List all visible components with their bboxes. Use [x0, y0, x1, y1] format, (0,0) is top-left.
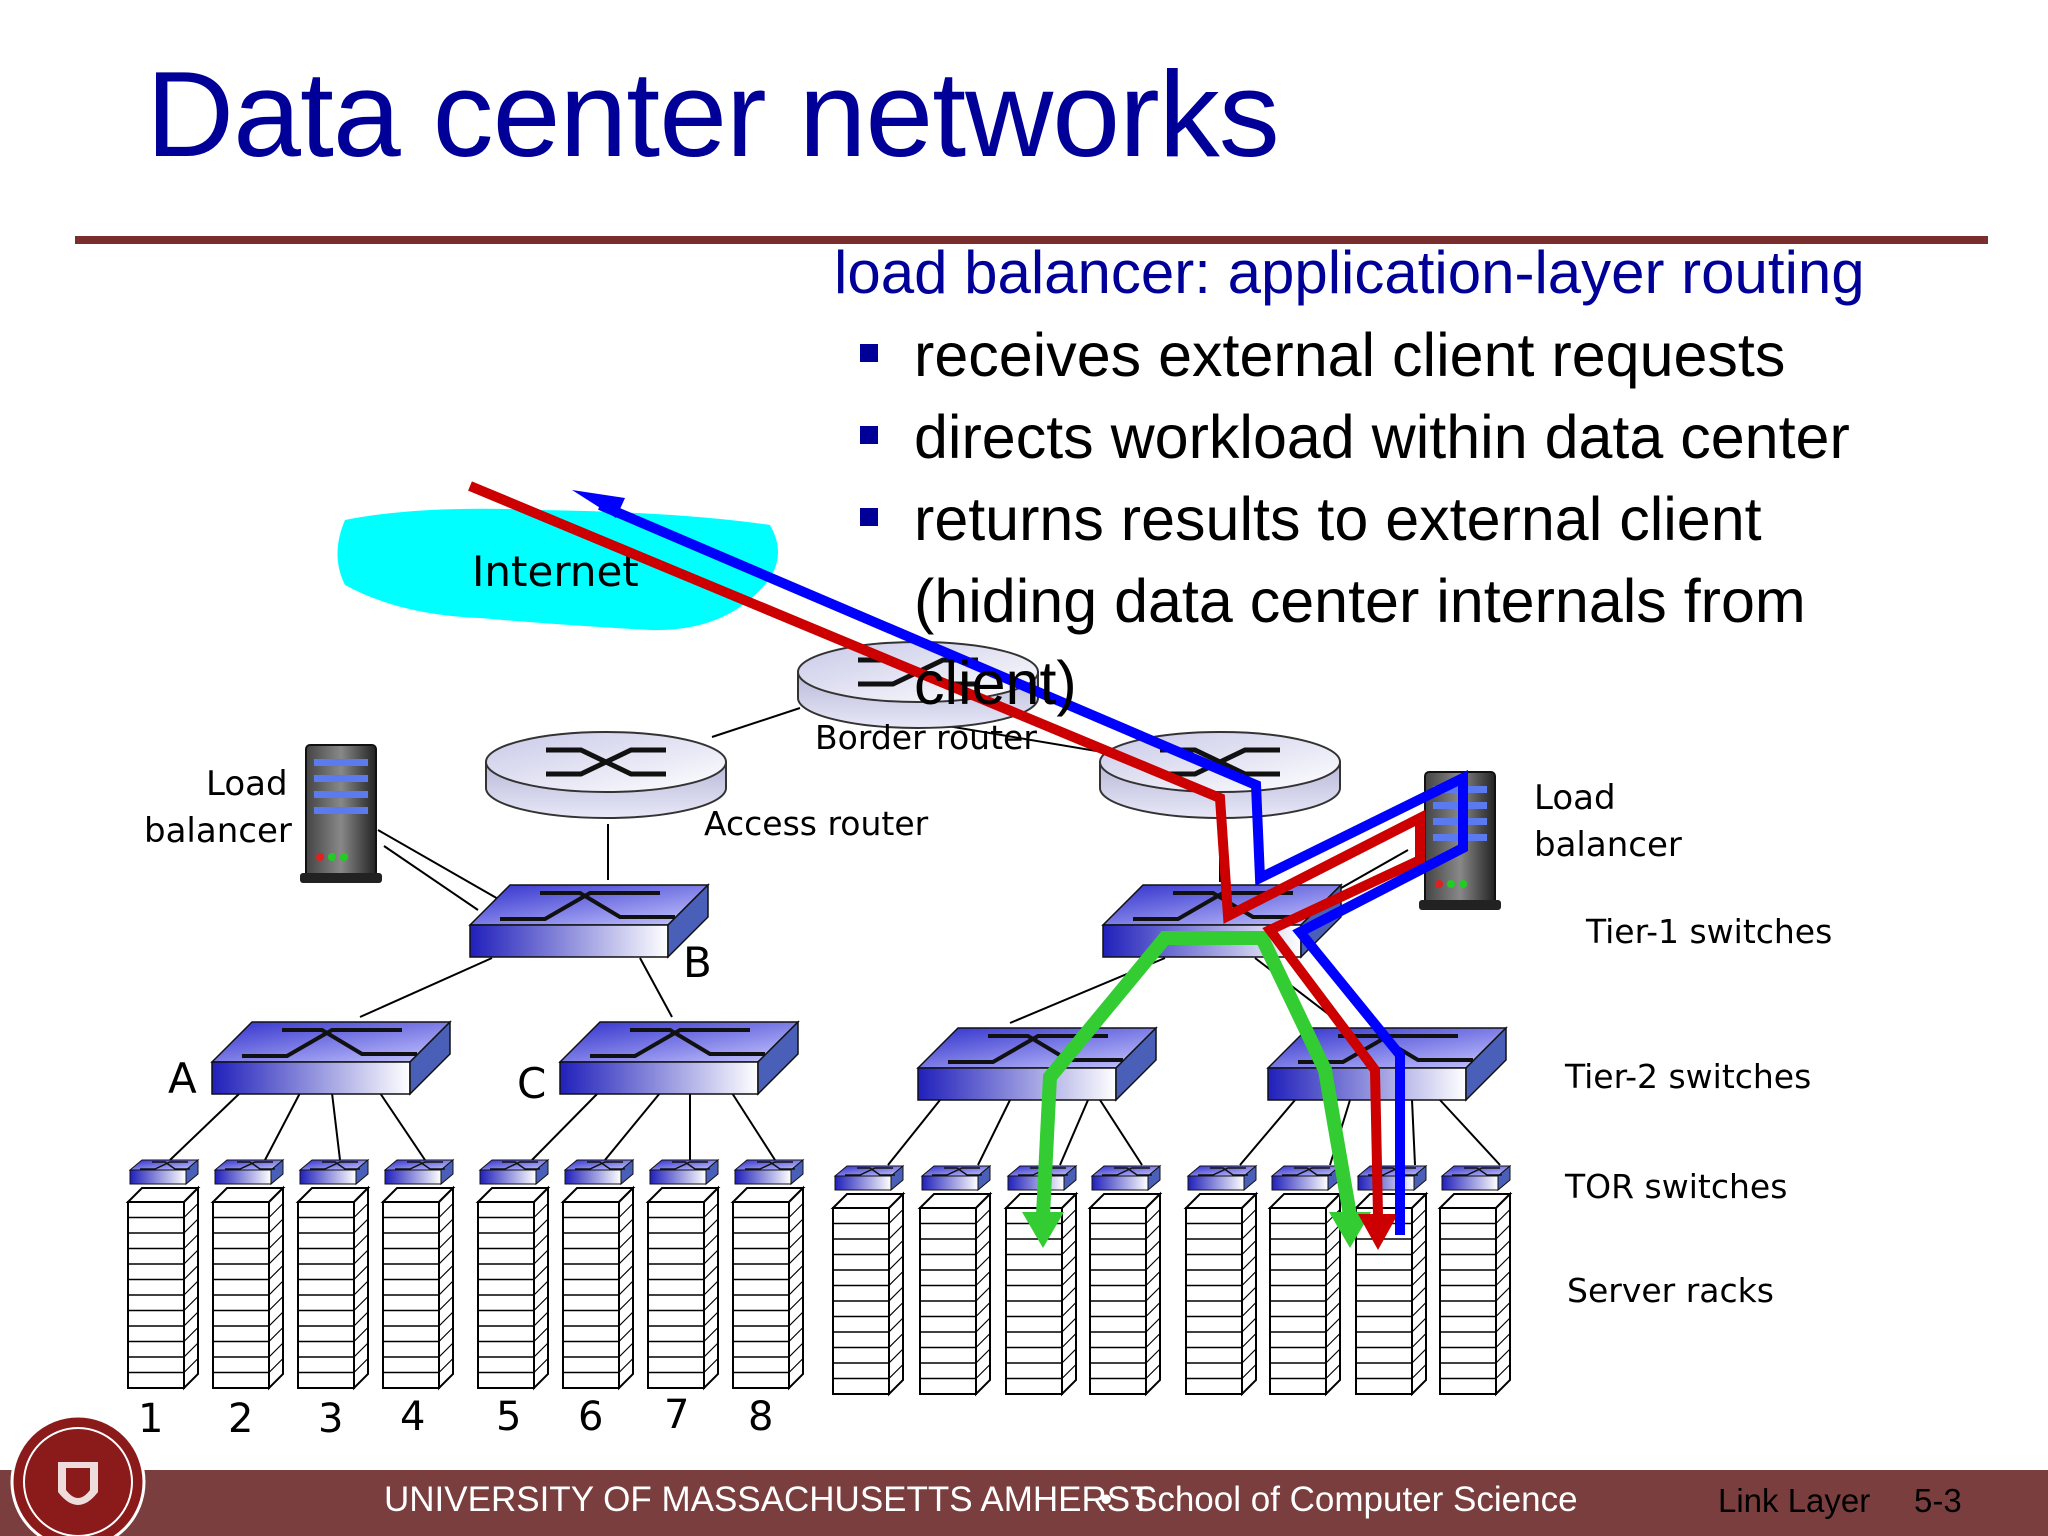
bullet-text: directs workload within data center: [914, 403, 1850, 471]
load-balancer-heading: load balancer: application-layer routing: [834, 239, 1865, 306]
bullet-text: returns results to external client (hidi…: [914, 485, 1806, 717]
path-blue: [598, 500, 1468, 1235]
tier1-switch-b: [468, 883, 710, 959]
footer-university: UNIVERSITY OF MASSACHUSETTS AMHERST: [384, 1480, 1152, 1519]
tier2-switch-c: [558, 1020, 800, 1096]
bullet-square-icon: [860, 508, 878, 526]
load-balancer-left-icon: [299, 744, 383, 884]
rack-number-3: 3: [318, 1396, 343, 1442]
bullet-item: receives external client requests: [834, 314, 2034, 396]
path-green-arrowhead: [1022, 1212, 1064, 1248]
path-blue-arrowhead: [572, 490, 625, 518]
path-green: [1036, 931, 1232, 1216]
rack-number-5: 5: [496, 1394, 521, 1440]
tor-switches: [129, 1159, 1511, 1191]
access-router-label: Access router: [704, 804, 929, 843]
footer-page-number: 5-3: [1914, 1482, 1962, 1519]
load-balancer-right-label-1: Load: [1534, 778, 1616, 818]
rack-number-7: 7: [664, 1392, 689, 1438]
tier2-switches-label: Tier-2 switches: [1564, 1057, 1811, 1096]
bullet-list: receives external client requests direct…: [834, 314, 2034, 724]
bullet-item: directs workload within data center: [834, 396, 2034, 478]
tier1-switches-label: Tier-1 switches: [1585, 912, 1832, 951]
network-links: [169, 707, 1501, 1166]
tier2-switch-a: [210, 1020, 452, 1096]
switch-label-a: A: [168, 1054, 197, 1103]
slide-title: Data center networks: [146, 46, 1280, 182]
rack-number-2: 2: [228, 1396, 253, 1442]
load-balancer-description: load balancer: application-layer routing…: [834, 236, 2034, 724]
switch-label-c: C: [517, 1059, 546, 1108]
bullet-square-icon: [860, 426, 878, 444]
rack-number-8: 8: [748, 1394, 773, 1440]
server-racks-label: Server racks: [1567, 1271, 1774, 1310]
path-red-arrowhead: [1358, 1214, 1398, 1250]
access-router-left: [486, 732, 726, 818]
umass-seal-logo: [10, 1414, 146, 1536]
rack-number-1: 1: [138, 1396, 163, 1442]
border-router-label: Border router: [815, 718, 1037, 757]
switch-label-b: B: [683, 938, 712, 987]
footer-chapter: Link Layer: [1718, 1482, 1871, 1519]
footer-bar: UNIVERSITY OF MASSACHUSETTS AMHERST • Sc…: [0, 1470, 2048, 1536]
footer-separator: •: [1100, 1480, 1113, 1519]
internet-label: Internet: [472, 547, 639, 596]
path-red: [468, 481, 1425, 1216]
bullet-item: returns results to external client (hidi…: [834, 478, 1934, 724]
rack-number-4: 4: [400, 1394, 425, 1440]
rack-number-6: 6: [578, 1394, 603, 1440]
server-racks: [127, 1187, 1511, 1395]
load-balancer-right-label-2: balancer: [1534, 825, 1682, 865]
title-divider: [75, 236, 1988, 244]
bullet-text: receives external client requests: [914, 321, 1786, 389]
bullet-square-icon: [860, 344, 878, 362]
footer-school: School of Computer Science: [1134, 1480, 1578, 1519]
tor-switches-label: TOR switches: [1564, 1167, 1787, 1206]
load-balancer-left-label-1: Load: [206, 764, 288, 804]
load-balancer-left-label-2: balancer: [144, 811, 292, 851]
tier2-switch-3: [916, 1026, 1158, 1102]
